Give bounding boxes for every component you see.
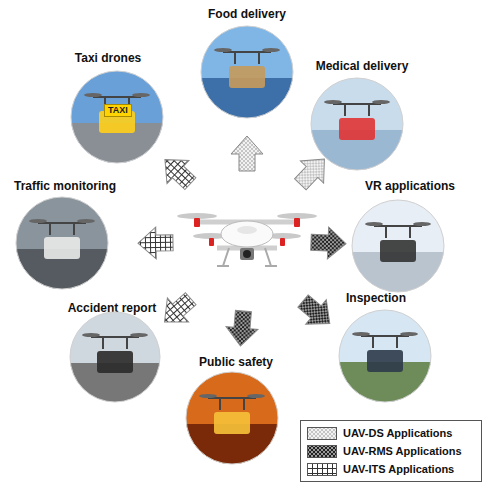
legend-swatch: [307, 445, 337, 458]
application-circle: Medical delivery: [297, 58, 427, 171]
block-arrow: [231, 136, 263, 171]
application-title: Medical delivery: [297, 58, 427, 74]
legend-swatch: [307, 463, 337, 476]
block-arrow: [310, 226, 346, 259]
application-circle: Accident report: [47, 300, 177, 403]
photo-circle: [15, 196, 109, 290]
block-arrow: [225, 310, 260, 348]
application-circle: Traffic monitoring: [0, 178, 130, 290]
application-title: Traffic monitoring: [0, 178, 130, 194]
drone-symbol: [177, 213, 317, 266]
photo-circle: [310, 77, 404, 171]
application-title: Public safety: [171, 354, 301, 370]
photo-circle: [351, 199, 445, 293]
application-title: Taxi drones: [43, 50, 173, 66]
application-circle: VR applications: [345, 178, 475, 293]
application-title: Inspection: [311, 290, 441, 306]
application-circle: Food delivery: [182, 6, 312, 119]
arrow-group: [138, 136, 347, 347]
photo-circle: [200, 25, 294, 119]
photo-circle: [70, 70, 164, 164]
legend-text: UAV-DS Applications: [343, 427, 452, 439]
photo-circle: [69, 311, 161, 403]
legend-row: UAV-ITS Applications: [301, 460, 481, 478]
block-arrow: [293, 289, 340, 336]
legend-row: UAV-RMS Applications: [301, 442, 481, 460]
block-arrow: [138, 227, 174, 260]
legend-text: UAV-ITS Applications: [343, 463, 454, 475]
block-arrow: [154, 148, 201, 195]
block-arrow: [154, 287, 201, 334]
legend-text: UAV-RMS Applications: [343, 445, 462, 457]
application-title: Food delivery: [182, 6, 312, 22]
photo-circle: [185, 371, 279, 465]
sign-label: TAXI: [104, 104, 132, 117]
application-circle: Inspection: [311, 290, 441, 403]
application-title: VR applications: [345, 178, 475, 194]
legend-box: UAV-DS ApplicationsUAV-RMS ApplicationsU…: [300, 420, 482, 482]
legend-swatch: [307, 427, 337, 440]
photo-circle: [338, 309, 432, 403]
legend-row: UAV-DS Applications: [301, 424, 481, 442]
application-circle: Public safety: [171, 354, 301, 465]
